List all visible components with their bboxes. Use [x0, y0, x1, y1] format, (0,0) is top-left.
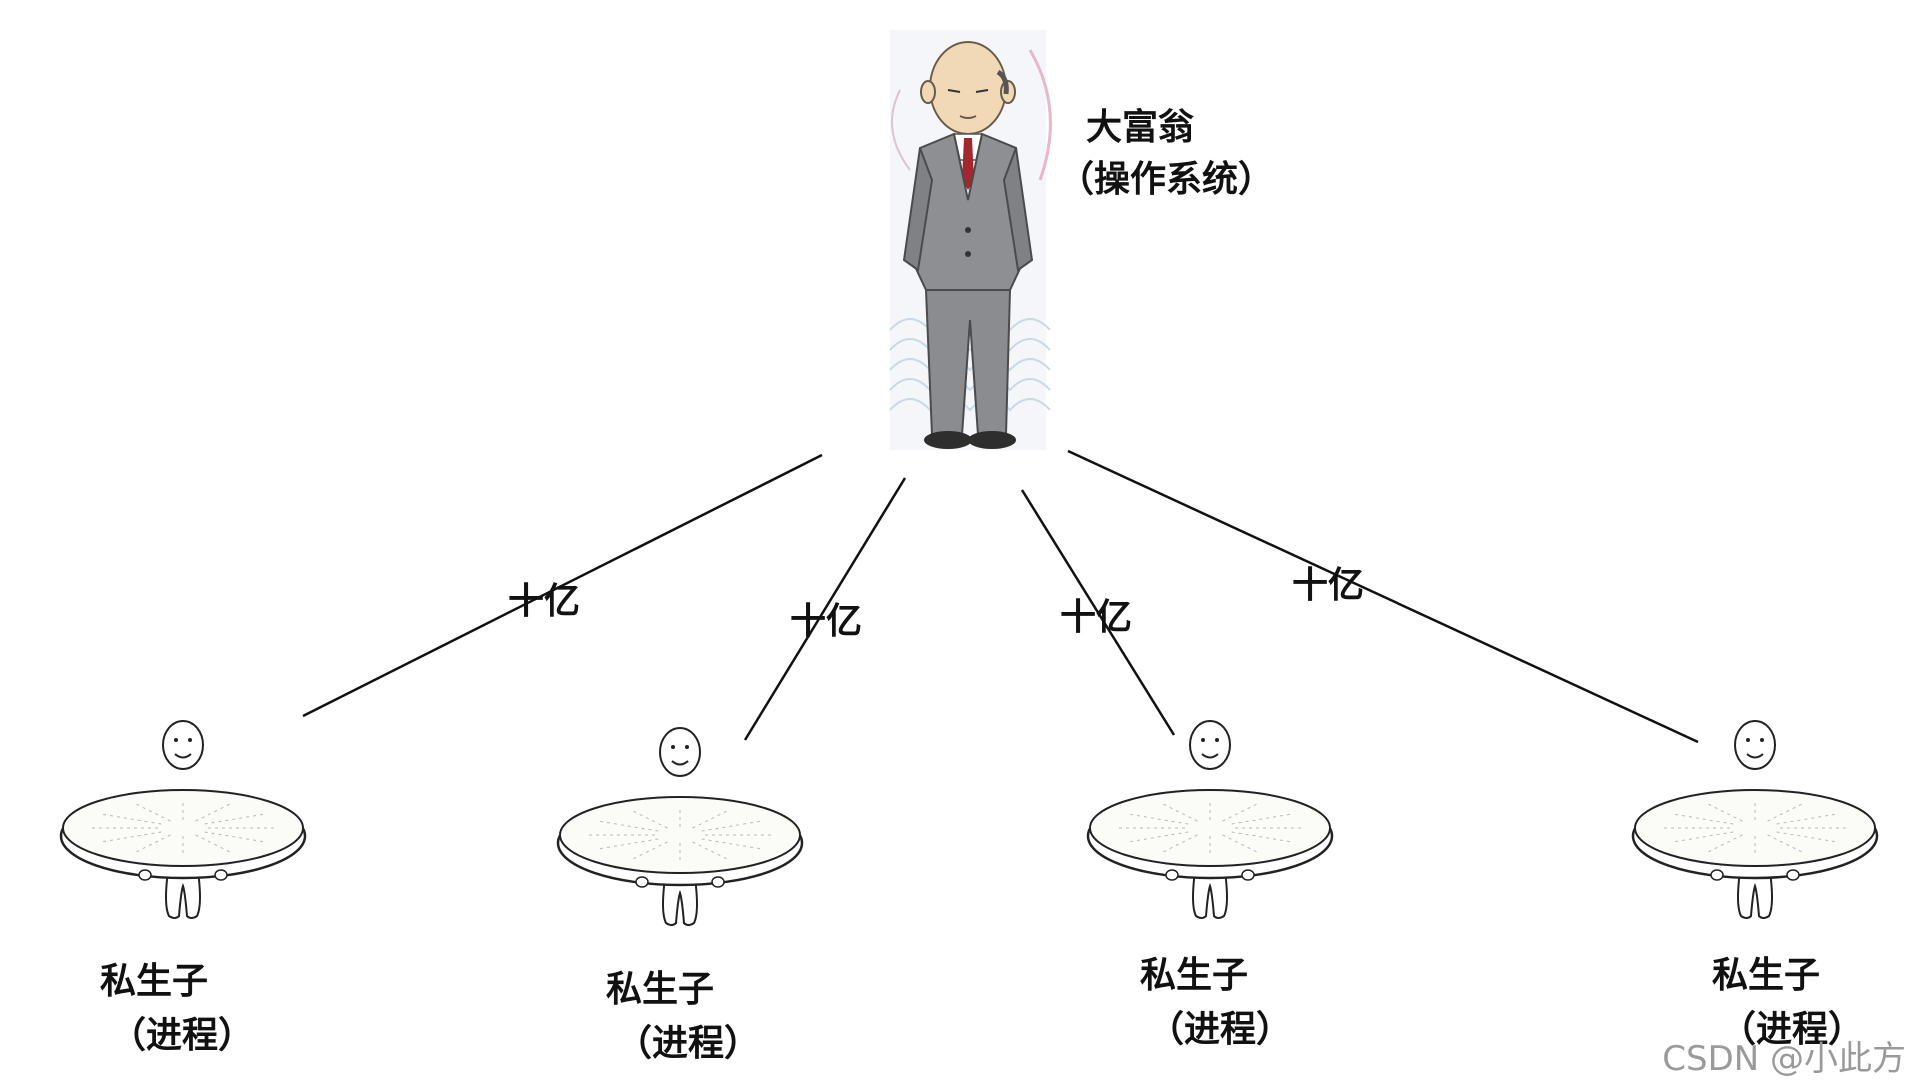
child-name-label-1: 私生子	[100, 960, 209, 1002]
edge-label-4: 十亿	[1292, 564, 1365, 606]
child-role-label-2: （进程）	[616, 1022, 761, 1064]
child-role-label-1: （进程）	[110, 1014, 255, 1056]
edge-line-2	[743, 477, 907, 741]
old-man-in-suit-icon	[889, 30, 1052, 450]
child-figures	[59, 720, 1879, 926]
root-role-label: （操作系统）	[1058, 158, 1275, 200]
root-name-label: 大富翁	[1086, 106, 1195, 148]
child-name-label-3: 私生子	[1140, 954, 1249, 996]
watermark: CSDN @小此方	[1662, 1039, 1906, 1079]
person-holding-pie-icon	[1631, 720, 1879, 919]
child-role-label-3: （进程）	[1148, 1008, 1293, 1050]
edge-label-3: 十亿	[1060, 596, 1133, 638]
child-name-label-2: 私生子	[606, 968, 715, 1010]
edge-label-2: 十亿	[790, 600, 863, 642]
edge-line-3	[1020, 489, 1176, 736]
edge-label-1: 十亿	[508, 580, 581, 622]
edge-line-4	[1067, 449, 1699, 744]
edge-line-1	[302, 453, 823, 718]
person-holding-pie-icon	[59, 720, 307, 919]
person-holding-pie-icon	[556, 727, 804, 926]
child-role-label-4: （进程）	[1720, 1008, 1865, 1050]
edges	[302, 449, 1699, 744]
child-name-label-4: 私生子	[1712, 954, 1821, 996]
person-holding-pie-icon	[1086, 720, 1334, 919]
